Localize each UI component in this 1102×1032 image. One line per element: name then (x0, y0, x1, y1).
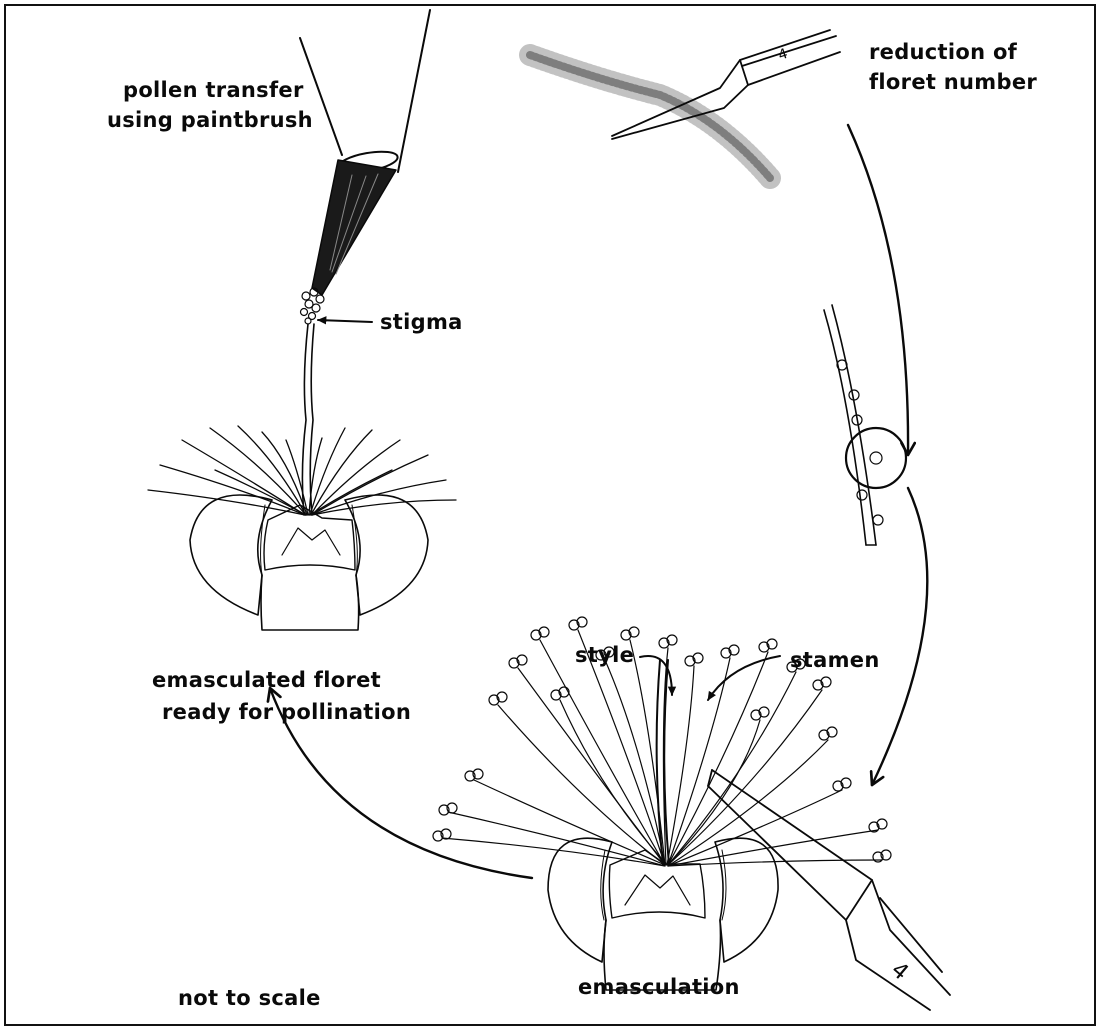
arrow-to-emasculation (872, 488, 927, 785)
thinned-branch-illustration (824, 305, 906, 545)
paintbrush-illustration (300, 10, 430, 324)
stigma-pointer (318, 320, 372, 322)
label-emasculated-line1: emasculated floret (152, 668, 381, 692)
label-emasculation: emasculation (578, 975, 740, 999)
label-pollen-transfer-line2: using paintbrush (107, 108, 313, 132)
svg-text:4: 4 (886, 957, 913, 985)
svg-text:4: 4 (776, 46, 790, 64)
label-emasculated-line2: ready for pollination (162, 700, 411, 724)
arrow-to-thinned-branch (848, 125, 908, 455)
label-stamen: stamen (790, 648, 880, 672)
inflorescence-branch-illustration (530, 55, 770, 178)
emasculated-floret-illustration (148, 324, 456, 630)
label-pollen-transfer-line1: pollen transfer (123, 78, 304, 102)
emasculation-floret-illustration (433, 617, 891, 990)
label-stigma: stigma (380, 310, 463, 334)
stamen-pointer (708, 656, 780, 700)
label-reduction-line1: reduction of (869, 40, 1017, 64)
label-reduction-line2: floret number (869, 70, 1037, 94)
label-style: style (575, 643, 634, 667)
emasculation-forceps-illustration: 4 (708, 770, 950, 1010)
label-not-to-scale: not to scale (178, 986, 321, 1010)
